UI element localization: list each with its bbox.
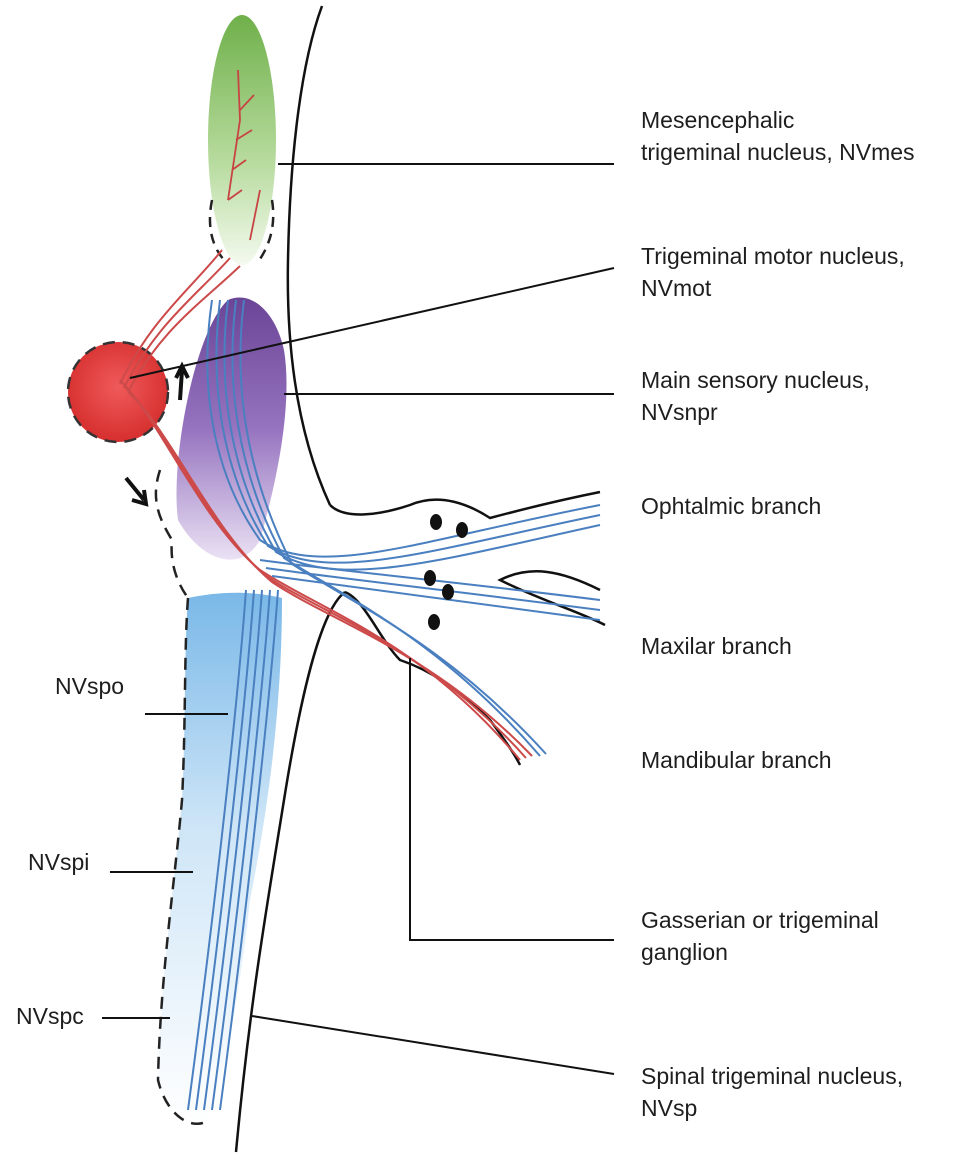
label-nvspc: NVspc [16,1000,84,1032]
arrow-down-icon [126,478,146,504]
label-maxillary-branch: Maxilar branch [641,630,792,662]
label-ophthalmic-branch: Ophtalmic branch [641,490,821,522]
label-ganglion: Gasserian or trigeminal ganglion [641,904,879,968]
label-nvsnpr: Main sensory nucleus, NVsnpr [641,364,870,428]
ganglion-cells [424,514,468,630]
label-nvspi: NVspi [28,846,89,878]
arrow-up-icon [176,366,188,400]
motor-nucleus [68,342,168,442]
label-nvspo: NVspo [55,670,124,702]
label-mandibular-branch: Mandibular branch [641,744,832,776]
label-nvmot: Trigeminal motor nucleus, NVmot [641,240,905,304]
brainstem-outline [288,6,330,505]
mesencephalic-nucleus [208,15,276,265]
label-nvmes: Mesencephalic trigeminal nucleus, NVmes [641,104,915,168]
label-nvsp: Spinal trigeminal nucleus, NVsp [641,1060,903,1124]
